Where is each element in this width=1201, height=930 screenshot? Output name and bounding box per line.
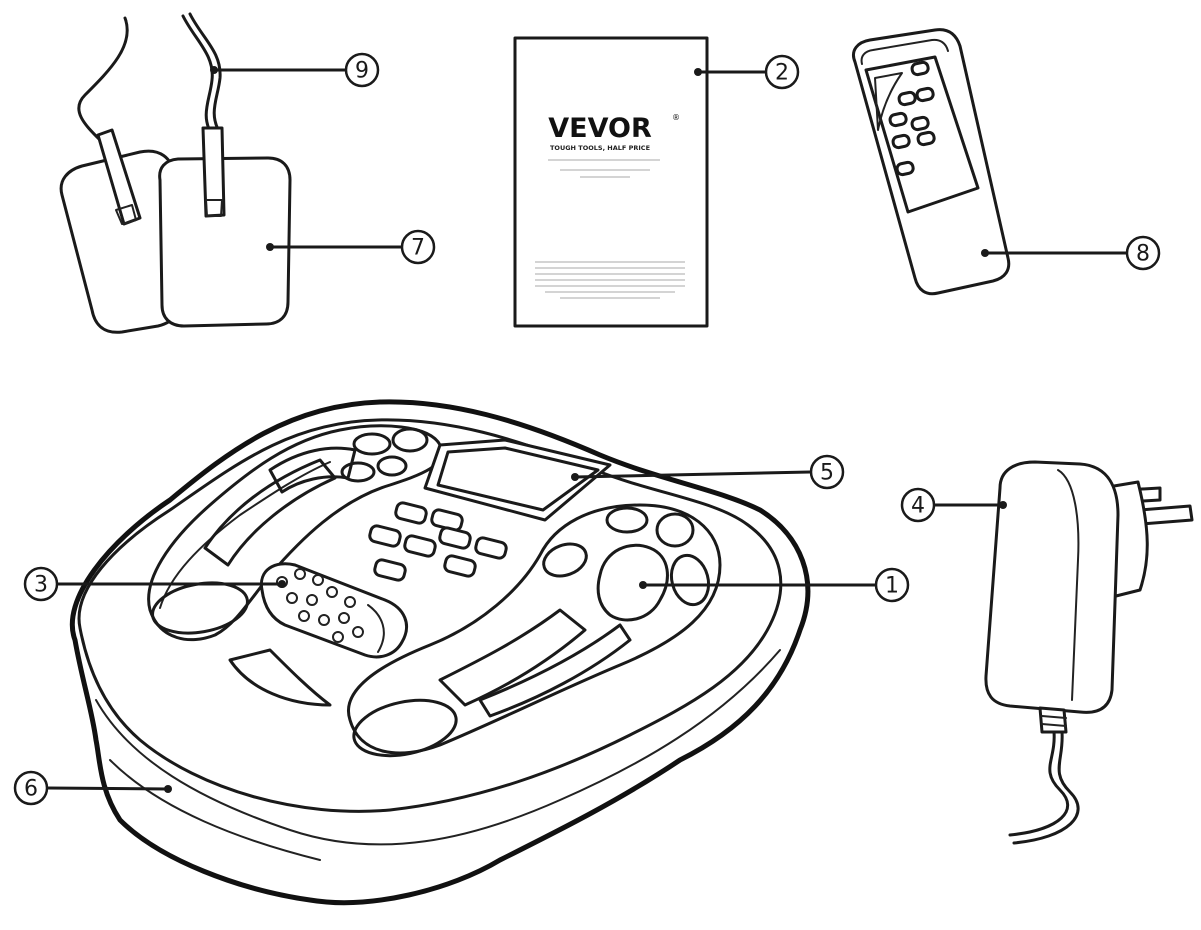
remote-button [910,115,930,132]
remote-buttons [888,60,936,177]
remote-body [852,28,1011,296]
callouts: 9 7 2 8 5 4 3 1 [13,52,1161,806]
remote-edge [860,38,949,65]
callout-6 [13,770,49,806]
callout-2 [764,54,800,90]
pad-right [158,156,292,328]
left-toe-pad [376,455,408,477]
remote-button [916,130,936,147]
remote-button [888,111,908,128]
pad-cable-right [181,14,214,137]
adapter-body [984,460,1120,714]
control-button [474,536,508,560]
callout-3-label: 3 [34,573,48,598]
right-side-pad [478,623,632,718]
callout-8 [1125,235,1161,271]
callout-leader [47,786,169,791]
control-button [373,558,407,582]
callout-5-label: 5 [820,461,834,486]
remote-button [891,133,911,150]
left-toe-pad [391,427,429,453]
control-button [443,554,477,578]
right-toe-pad [542,542,588,578]
lcd-display-frame [423,438,612,522]
left-well-groove [159,461,331,609]
base-edge-lower [109,759,321,861]
left-arch-pad [203,458,337,567]
electrode-pads [59,12,292,334]
manual-tagline: TOUGH TOOLS, HALF PRICE [550,144,650,152]
manual-fine-print [535,159,685,299]
pad-cable-left [77,16,129,142]
callout-8-label: 8 [1136,242,1150,267]
remote-button [910,60,930,77]
massage-roller [259,562,408,659]
manual-cover [513,36,709,328]
remote-button [897,90,917,107]
right-heel-pad [352,698,458,758]
remote-button [895,160,915,177]
manual-trademark: ® [672,113,680,122]
adapter-strain-relief [1038,706,1068,734]
massager-top [77,418,783,813]
control-button [394,501,428,525]
roller-end [367,604,385,653]
adapter-cable [1008,730,1070,837]
right-arch-pad [438,608,587,707]
power-adapter [984,460,1194,845]
right-toe-pad [655,512,695,548]
pad-clip-right [205,199,223,217]
manual-brand: VEVOR [548,113,652,144]
right-toe-pad [605,506,649,534]
pad-cable-right-2 [188,12,222,135]
callout-1 [874,567,910,603]
callout-9 [344,52,380,88]
pad-clip-left [115,204,137,225]
roller-body [259,562,408,659]
callout-3 [23,566,59,602]
control-button [438,526,472,550]
control-button [368,524,402,548]
roller-recess [228,648,332,707]
callout-7-label: 7 [411,236,425,261]
remote-control [852,28,1011,296]
callout-5 [809,454,845,490]
pad-connector-right [201,126,226,218]
lcd-display [436,446,600,512]
foot-massager [69,399,811,906]
callout-2-label: 2 [775,61,789,86]
callout-leader [574,470,811,479]
right-foot-well [347,503,722,755]
adapter-seam [1057,469,1080,701]
callout-6-label: 6 [24,777,38,802]
pad-connector-left [96,128,142,226]
remote-display [874,72,903,131]
callout-7 [400,229,436,265]
base-edge [95,649,781,846]
adapter-prong [1138,504,1194,526]
control-button [403,534,437,558]
remote-button [915,86,935,103]
left-toe-pad [352,432,392,456]
callout-1-label: 1 [885,574,899,599]
left-toe-pad [340,461,376,483]
adapter-cable-2 [1012,730,1080,845]
user-manual: VEVOR ® TOUGH TOOLS, HALF PRICE [513,36,709,328]
control-buttons [368,501,508,582]
callout-4 [900,487,936,523]
right-ball-pad [596,543,669,622]
callout-9-label: 9 [355,59,369,84]
remote-panel [864,55,980,214]
callout-4-label: 4 [911,494,925,519]
